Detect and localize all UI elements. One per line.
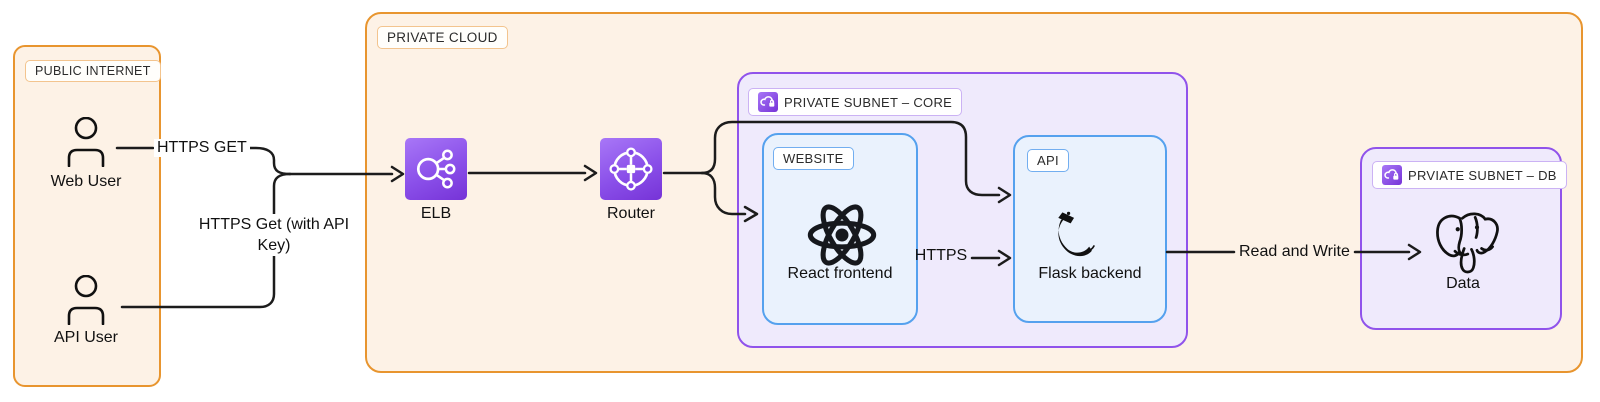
api-chip: API	[1027, 149, 1069, 172]
https-get-label: HTTPS GET	[154, 139, 250, 157]
router-icon	[600, 138, 662, 200]
api-user-label: API User	[53, 329, 118, 346]
website-tag-label: WEBSITE	[783, 151, 844, 166]
private-subnet-icon	[1382, 165, 1402, 185]
react-frontend-label: React frontend	[787, 265, 893, 282]
router-label: Router	[606, 205, 656, 222]
subnet-db-label: PRVIATE SUBNET – DB	[1408, 167, 1557, 183]
website-chip: WEBSITE	[773, 147, 854, 170]
flask-logo-icon	[1058, 211, 1095, 257]
web-user-icon	[67, 117, 105, 167]
private-cloud-chip: PRIVATE CLOUD	[377, 26, 508, 49]
edge-webuser-merge	[245, 146, 292, 176]
public-internet-label: PUBLIC INTERNET	[35, 64, 151, 78]
https-label: HTTPS	[914, 247, 968, 264]
web-user-label: Web User	[50, 173, 122, 190]
elb-label: ELB	[420, 205, 452, 222]
https-get-api-key-label: HTTPS Get (with API Key)	[193, 214, 355, 256]
public-internet-chip: PUBLIC INTERNET	[25, 60, 161, 82]
elb-icon	[405, 138, 467, 200]
postgresql-elephant-icon	[1436, 212, 1499, 274]
private-cloud-label: PRIVATE CLOUD	[387, 30, 498, 45]
subnet-core-chip: PRIVATE SUBNET – CORE	[748, 88, 963, 116]
data-label: Data	[1446, 275, 1480, 292]
flask-backend-label: Flask backend	[1038, 265, 1142, 282]
subnet-db-chip: PRVIATE SUBNET – DB	[1372, 161, 1567, 189]
api-tag-label: API	[1037, 153, 1059, 168]
api-user-icon	[67, 275, 105, 325]
react-logo-icon	[807, 204, 877, 266]
subnet-core-label: PRIVATE SUBNET – CORE	[784, 94, 953, 110]
read-and-write-label: Read and Write	[1239, 243, 1350, 260]
private-subnet-icon	[758, 92, 778, 112]
